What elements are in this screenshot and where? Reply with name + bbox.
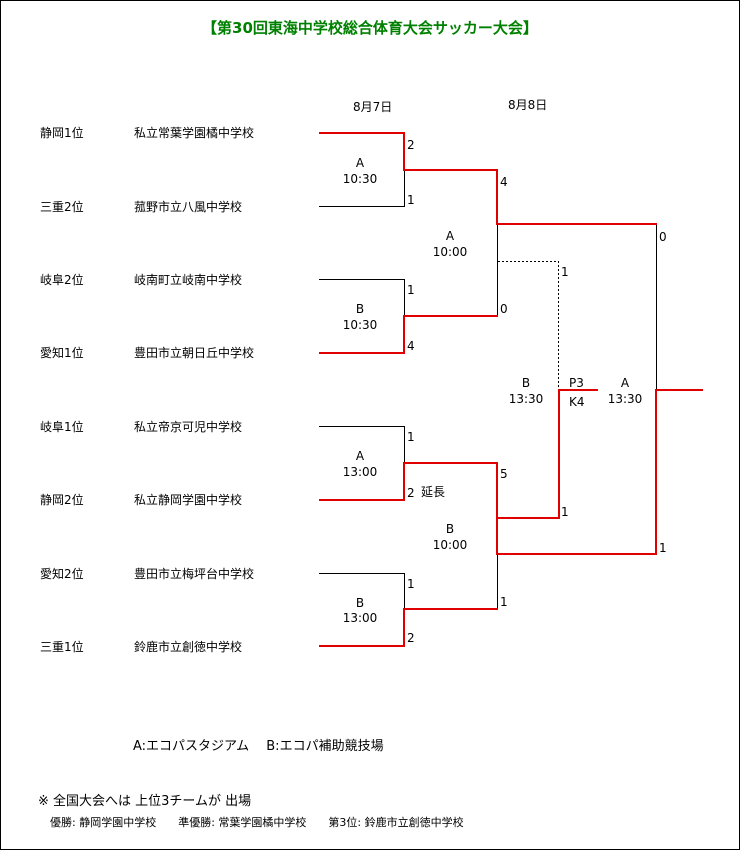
qualification-note: ※ 全国大会へは 上位3チームが 出場 xyxy=(38,794,252,809)
team-seed: 愛知2位 xyxy=(40,567,84,581)
team-name: 菰野市立八風中学校 xyxy=(134,200,243,214)
score: 1 xyxy=(407,193,415,207)
team-name: 私立常葉学園橘中学校 xyxy=(134,126,255,140)
score: 1 xyxy=(561,265,569,279)
match-venue: B xyxy=(521,376,531,390)
score: 0 xyxy=(500,302,508,316)
final-results: 優勝: 静岡学園中学校 準優勝: 常葉学園橘中学校 第3位: 鈴鹿市立創徳中学校 xyxy=(50,816,464,829)
score: 1 xyxy=(659,541,667,555)
score: 1 xyxy=(500,595,508,609)
score: 1 xyxy=(407,430,415,444)
score: 1 xyxy=(561,505,569,519)
match-time: 10:30 xyxy=(342,172,378,186)
match-time: 10:30 xyxy=(342,318,378,332)
match-venue: B xyxy=(445,522,455,536)
pk-score: P3 xyxy=(569,376,584,390)
score: 2 xyxy=(407,486,415,500)
extra-time-note: 延長 xyxy=(421,485,446,499)
score: 1 xyxy=(407,577,415,591)
match-venue: A xyxy=(445,229,455,243)
match-time: 10:00 xyxy=(432,245,468,259)
score: 1 xyxy=(407,283,415,297)
team-name: 豊田市立朝日丘中学校 xyxy=(134,346,255,360)
team-name: 鈴鹿市立創徳中学校 xyxy=(134,640,243,654)
team-name: 岐南町立岐南中学校 xyxy=(134,273,243,287)
team-seed: 愛知1位 xyxy=(40,346,84,360)
match-venue: B xyxy=(355,302,365,316)
score: 5 xyxy=(500,467,508,481)
match-venue: A xyxy=(355,156,365,170)
score: 4 xyxy=(500,175,508,189)
pk-score: K4 xyxy=(569,395,585,409)
team-name: 私立帝京可児中学校 xyxy=(134,420,243,434)
score: 4 xyxy=(407,339,415,353)
team-seed: 三重1位 xyxy=(40,640,84,654)
match-time: 10:00 xyxy=(432,538,468,552)
team-seed: 岐阜1位 xyxy=(40,420,84,434)
match-venue: A xyxy=(620,376,630,390)
score: 0 xyxy=(659,230,667,244)
team-seed: 静岡2位 xyxy=(40,493,84,507)
match-time: 13:00 xyxy=(342,611,378,625)
match-venue: B xyxy=(355,596,365,610)
team-seed: 岐阜2位 xyxy=(40,273,84,287)
match-time: 13:30 xyxy=(607,392,643,406)
score: 2 xyxy=(407,138,415,152)
match-time: 13:00 xyxy=(342,465,378,479)
team-name: 私立静岡学園中学校 xyxy=(134,493,243,507)
date-day2: 8月8日 xyxy=(508,98,548,112)
venue-legend: A:エコパスタジアム B:エコパ補助競技場 xyxy=(133,739,384,754)
match-venue: A xyxy=(355,449,365,463)
team-seed: 三重2位 xyxy=(40,200,84,214)
match-time: 13:30 xyxy=(508,392,544,406)
score: 2 xyxy=(407,631,415,645)
page-title: 【第30回東海中学校総合体育大会サッカー大会】 xyxy=(202,19,538,37)
team-seed: 静岡1位 xyxy=(40,126,84,140)
date-day1: 8月7日 xyxy=(353,100,393,114)
team-name: 豊田市立梅坪台中学校 xyxy=(134,567,255,581)
